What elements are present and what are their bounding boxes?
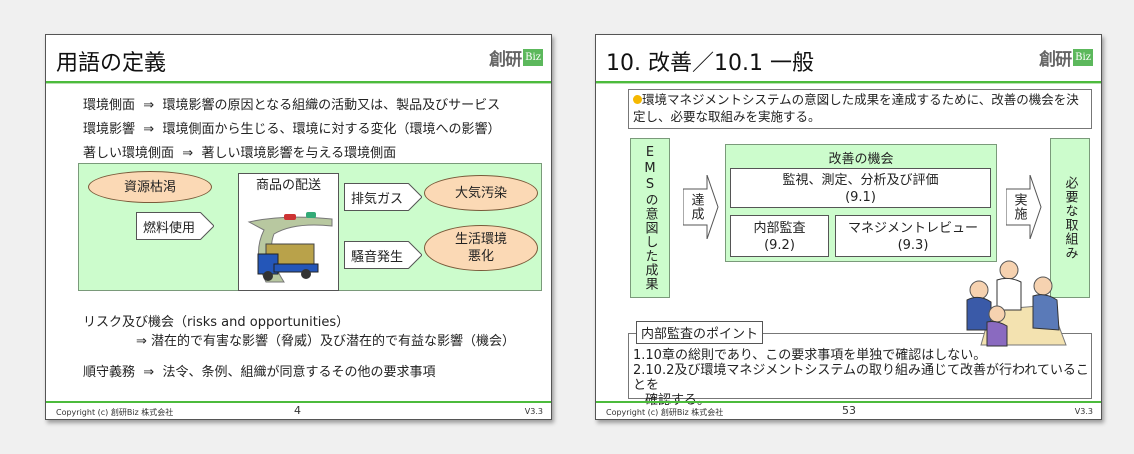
audit-point-2-cont: 確認する。 <box>633 393 1091 408</box>
monitoring-box: 監視、測定、分析及び評価(9.1) <box>730 168 991 208</box>
risk-text: ⇒ 潜在的で有害な影響（脅威）及び潜在的で有益な影響（機会） <box>136 334 516 349</box>
definition-3: 著しい環境側面 ⇒ 著しい環境影響を与える環境側面 <box>83 146 397 161</box>
arrow-noise: 騒音発生 <box>344 241 422 269</box>
audit-point-1: 1.10章の総則であり、この要求事項を単独で確認はしない。 <box>633 348 987 363</box>
bullet-dot-icon <box>633 95 642 104</box>
arrow-exhaust: 排気ガス <box>344 183 422 211</box>
bullet-box: 環境マネジメントシステムの意図した成果を達成するために、改善の機会を決定し、必要… <box>628 89 1092 129</box>
internal-audit-box: 内部監査(9.2) <box>730 215 829 257</box>
opportunities-title: 改善の機会 <box>828 152 894 167</box>
page-number: 4 <box>294 404 301 417</box>
delivery-box: 商品の配送 <box>238 173 339 291</box>
meeting-people-illustration <box>966 260 1067 347</box>
footer-copyright: Copyright (c) 創研Biz 株式会社 <box>56 408 174 417</box>
risk-title: リスク及び機会（risks and opportunities） <box>83 315 350 330</box>
footer-divider <box>46 401 551 403</box>
ems-outcome-box: EMSの意図した成果 <box>630 138 670 298</box>
version: V3.3 <box>1074 407 1093 416</box>
page-number: 53 <box>842 404 856 417</box>
header-divider <box>596 81 1101 84</box>
slide-title: 用語の定義 <box>56 51 167 76</box>
slide-title: 10. 改善／10.1 一般 <box>606 51 814 76</box>
footer-divider <box>596 401 1101 403</box>
audit-point-2: 2.10.2及び環境マネジメントシステムの取り組み通じて改善が行われていることを <box>633 363 1089 393</box>
compliance: 順守義務 ⇒ 法令、条例、組織が同意するその他の要求事項 <box>83 365 436 380</box>
footer-copyright: Copyright (c) 創研Biz 株式会社 <box>606 408 724 417</box>
arrow-achieve: 達成 <box>683 175 719 239</box>
truck-illustration <box>247 212 332 283</box>
version: V3.3 <box>524 407 543 416</box>
audit-points-title: 内部監査のポイント <box>636 321 764 344</box>
cloud-resource: 資源枯渇 <box>88 171 212 203</box>
definition-1: 環境側面 ⇒ 環境影響の原因となる組織の活動又は、製品及びサービス <box>83 98 501 113</box>
header-divider <box>46 81 551 84</box>
management-review-box: マネジメントレビュー(9.3) <box>835 215 991 257</box>
arrow-implement: 実施 <box>1006 175 1042 239</box>
required-actions-box: 必要な取組み <box>1050 138 1090 298</box>
cloud-air-pollution: 大気汚染 <box>424 175 538 211</box>
definition-2: 環境影響 ⇒ 環境側面から生じる、環境に対する変化（環境への影響） <box>83 122 501 137</box>
cloud-living-environment: 生活環境悪化 <box>424 225 538 271</box>
arrow-fuel: 燃料使用 <box>136 212 214 240</box>
